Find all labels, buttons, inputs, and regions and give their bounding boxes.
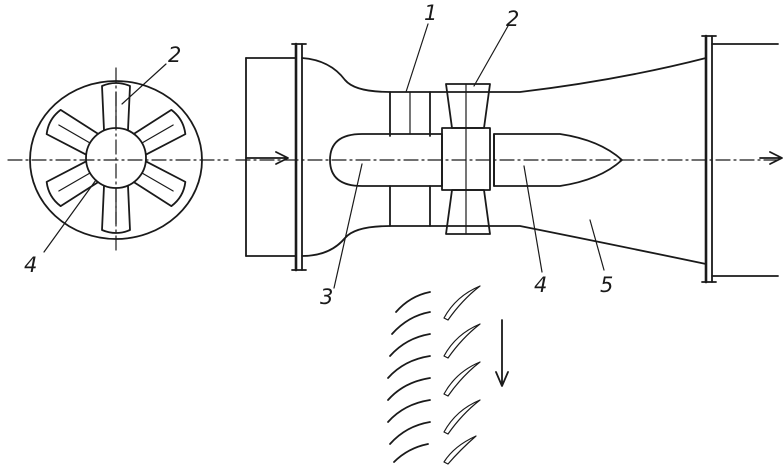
impeller-blade-bottom xyxy=(445,189,491,235)
front-view-blade xyxy=(101,82,131,131)
nose-cone xyxy=(329,133,443,187)
label-straightener: 1 xyxy=(424,1,437,25)
front-view-blades xyxy=(45,82,187,234)
casing-bottom-wall xyxy=(301,225,707,265)
straightener-cascade xyxy=(387,291,431,463)
front-view-blade xyxy=(133,160,187,208)
front-view-blade xyxy=(45,108,99,156)
inlet-flow-arrow xyxy=(245,151,289,165)
blade-cascade xyxy=(387,285,509,465)
rotation-direction-arrow xyxy=(495,319,509,387)
label-nose-cone: 3 xyxy=(320,285,333,309)
label-diffuser: 5 xyxy=(600,273,613,297)
label-impeller-blade: 2 xyxy=(506,7,519,31)
impeller-cascade xyxy=(443,285,481,465)
leader-3 xyxy=(333,163,363,289)
front-view-blade xyxy=(101,185,131,234)
front-view-blade-hatching xyxy=(58,91,174,225)
front-view-blade xyxy=(133,108,187,156)
leader-1 xyxy=(405,23,429,93)
front-view-blade xyxy=(45,160,99,208)
outlet-flow-arrow xyxy=(759,151,783,165)
casing-top-wall xyxy=(301,57,707,93)
label-rear-fairing: 4 xyxy=(534,273,547,297)
leader-5 xyxy=(589,219,605,271)
impeller-blade-top xyxy=(445,83,491,129)
front-view-label-blade: 2 xyxy=(168,43,181,67)
straightener-vanes xyxy=(389,91,431,227)
leader-2 xyxy=(473,25,509,87)
front-view-leader-2 xyxy=(121,63,167,105)
front-view-label-hub: 4 xyxy=(24,253,37,277)
front-view: 2 4 xyxy=(7,43,229,277)
leader-4 xyxy=(523,165,543,273)
side-section: 1 2 3 4 5 xyxy=(235,1,783,309)
front-view-leader-4 xyxy=(43,179,97,253)
